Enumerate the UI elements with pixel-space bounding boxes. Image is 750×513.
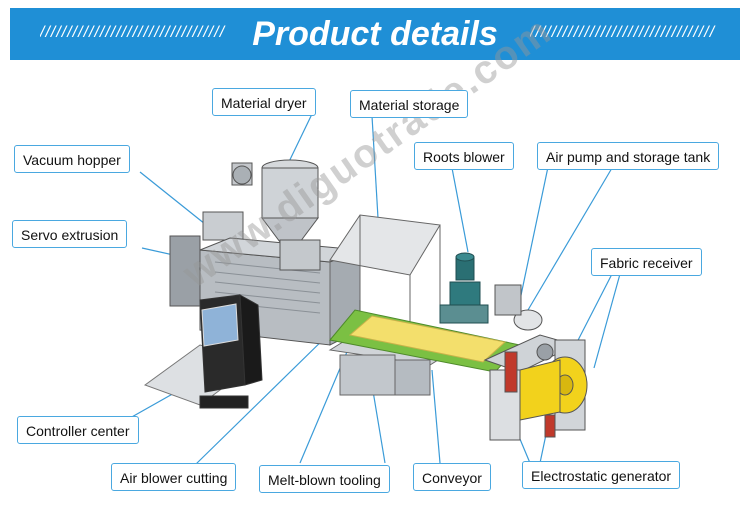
- leader-lines: [129, 113, 621, 466]
- callout-electrostatic-generator: Electrostatic generator: [522, 461, 681, 489]
- callout-material-storage: Material storage: [350, 90, 469, 118]
- air-pump-tank: [494, 284, 543, 331]
- leader-air-pump: [519, 147, 553, 301]
- material-dryer: [231, 159, 319, 243]
- callout-air-pump-storage-tank: Air pump and storage tank: [537, 142, 720, 170]
- header-banner: ////////////////////////////////// Produ…: [10, 8, 740, 60]
- leader-melt-blown-2: [371, 384, 386, 464]
- leader-air-blower-cutting: [194, 329, 334, 466]
- callout-conveyor: Conveyor: [413, 463, 491, 491]
- roots-blower: [439, 252, 489, 324]
- fabric-sheet: [348, 315, 507, 363]
- leader-fabric-receiver: [572, 273, 613, 351]
- leader-air-pump-2: [527, 167, 613, 311]
- callout-servo-extrusion: Servo extrusion: [12, 220, 128, 248]
- callout-material-dryer: Material dryer: [212, 88, 316, 116]
- callout-roots-blower: Roots blower: [414, 142, 514, 170]
- callout-melt-blown-tooling: Melt-blown tooling: [259, 465, 390, 493]
- callout-controller-center: Controller center: [17, 416, 139, 444]
- controller-cabinet: [199, 294, 263, 409]
- material-storage: [329, 214, 441, 350]
- callout-fabric-receiver: Fabric receiver: [591, 248, 702, 276]
- page-title: Product details: [252, 15, 498, 53]
- fabric-receiver: [483, 334, 588, 441]
- leader-fabric-receiver-2: [593, 273, 621, 369]
- leader-material-storage: [371, 115, 379, 219]
- callout-air-blower-cutting: Air blower cutting: [111, 463, 237, 491]
- leader-conveyor: [431, 369, 441, 464]
- banner-stripes-right: //////////////////////////////////: [530, 24, 716, 41]
- banner-stripes-left: //////////////////////////////////: [40, 24, 226, 41]
- leader-roots-blower: [451, 167, 469, 253]
- callout-vacuum-hopper: Vacuum hopper: [14, 145, 130, 173]
